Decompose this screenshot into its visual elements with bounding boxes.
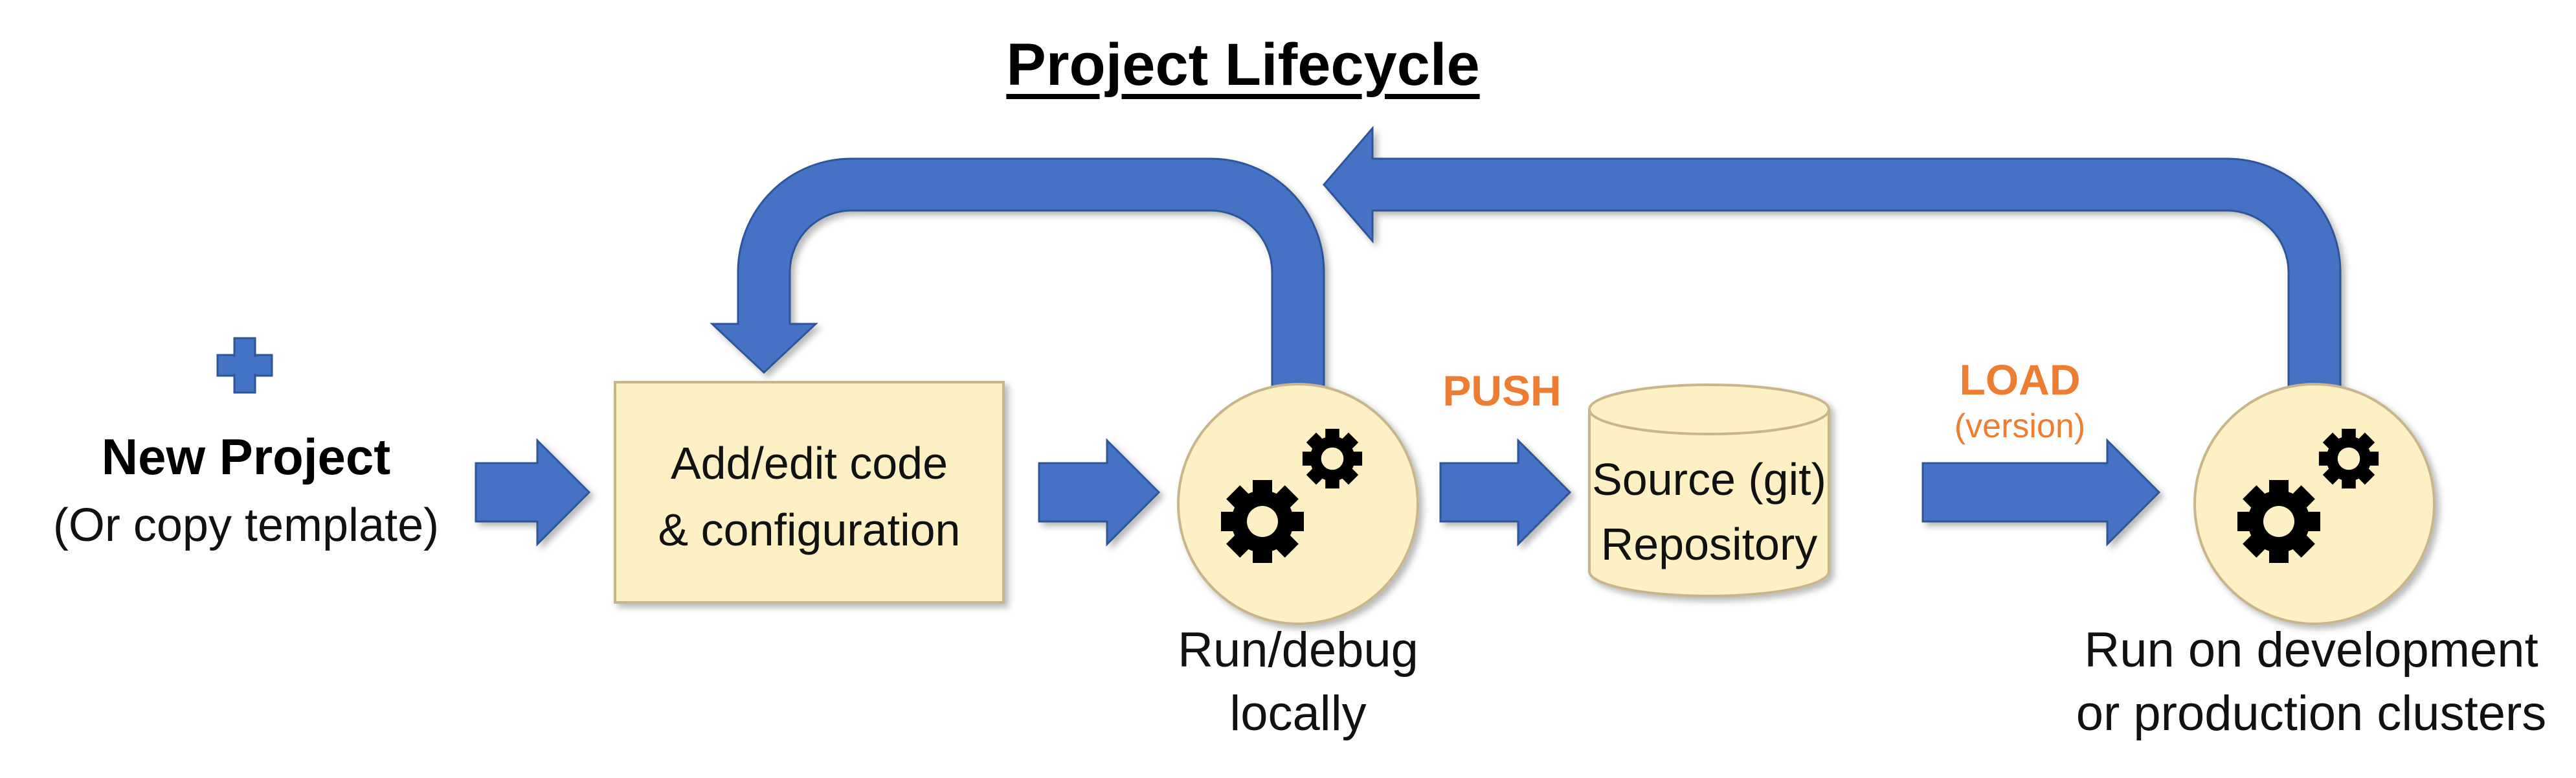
load-label: LOAD [1959, 356, 2081, 404]
edit-node-label-line2: & configuration [658, 505, 961, 555]
load-sublabel: (version) [1954, 407, 2086, 445]
run-local-label-line1: Run/debug [1178, 623, 1418, 678]
plus-icon [216, 337, 273, 394]
fix-label-cluster: FIX [1781, 217, 1838, 255]
repository-node [1588, 383, 1830, 597]
arrow-push [1439, 438, 1572, 547]
repository-label-line2: Repository [1600, 519, 1818, 569]
fix-loop-arrow-local [710, 157, 1325, 390]
arrow-load [1921, 438, 2161, 547]
fix-label-local: FIX [1014, 217, 1071, 255]
page-title: Project Lifecycle [1006, 32, 1480, 98]
fix-loop-arrow-cluster [1323, 125, 2342, 390]
run-local-node [1177, 383, 1419, 625]
edit-node [614, 381, 1005, 604]
arrow-new-to-edit [475, 438, 591, 547]
push-label: PUSH [1442, 367, 1562, 415]
run-cluster-node [2193, 383, 2436, 625]
new-project-sublabel: (Or copy template) [52, 499, 440, 551]
run-local-label-line2: locally [1229, 686, 1367, 741]
run-cluster-label-line1: Run on development [2084, 623, 2538, 678]
edit-node-label-line1: Add/edit code [670, 438, 948, 488]
run-cluster-label-line2: or production clusters [2076, 686, 2547, 741]
arrow-edit-to-run [1038, 438, 1161, 547]
repository-label-line1: Source (git) [1592, 454, 1826, 505]
new-project-label: New Project [101, 428, 391, 485]
